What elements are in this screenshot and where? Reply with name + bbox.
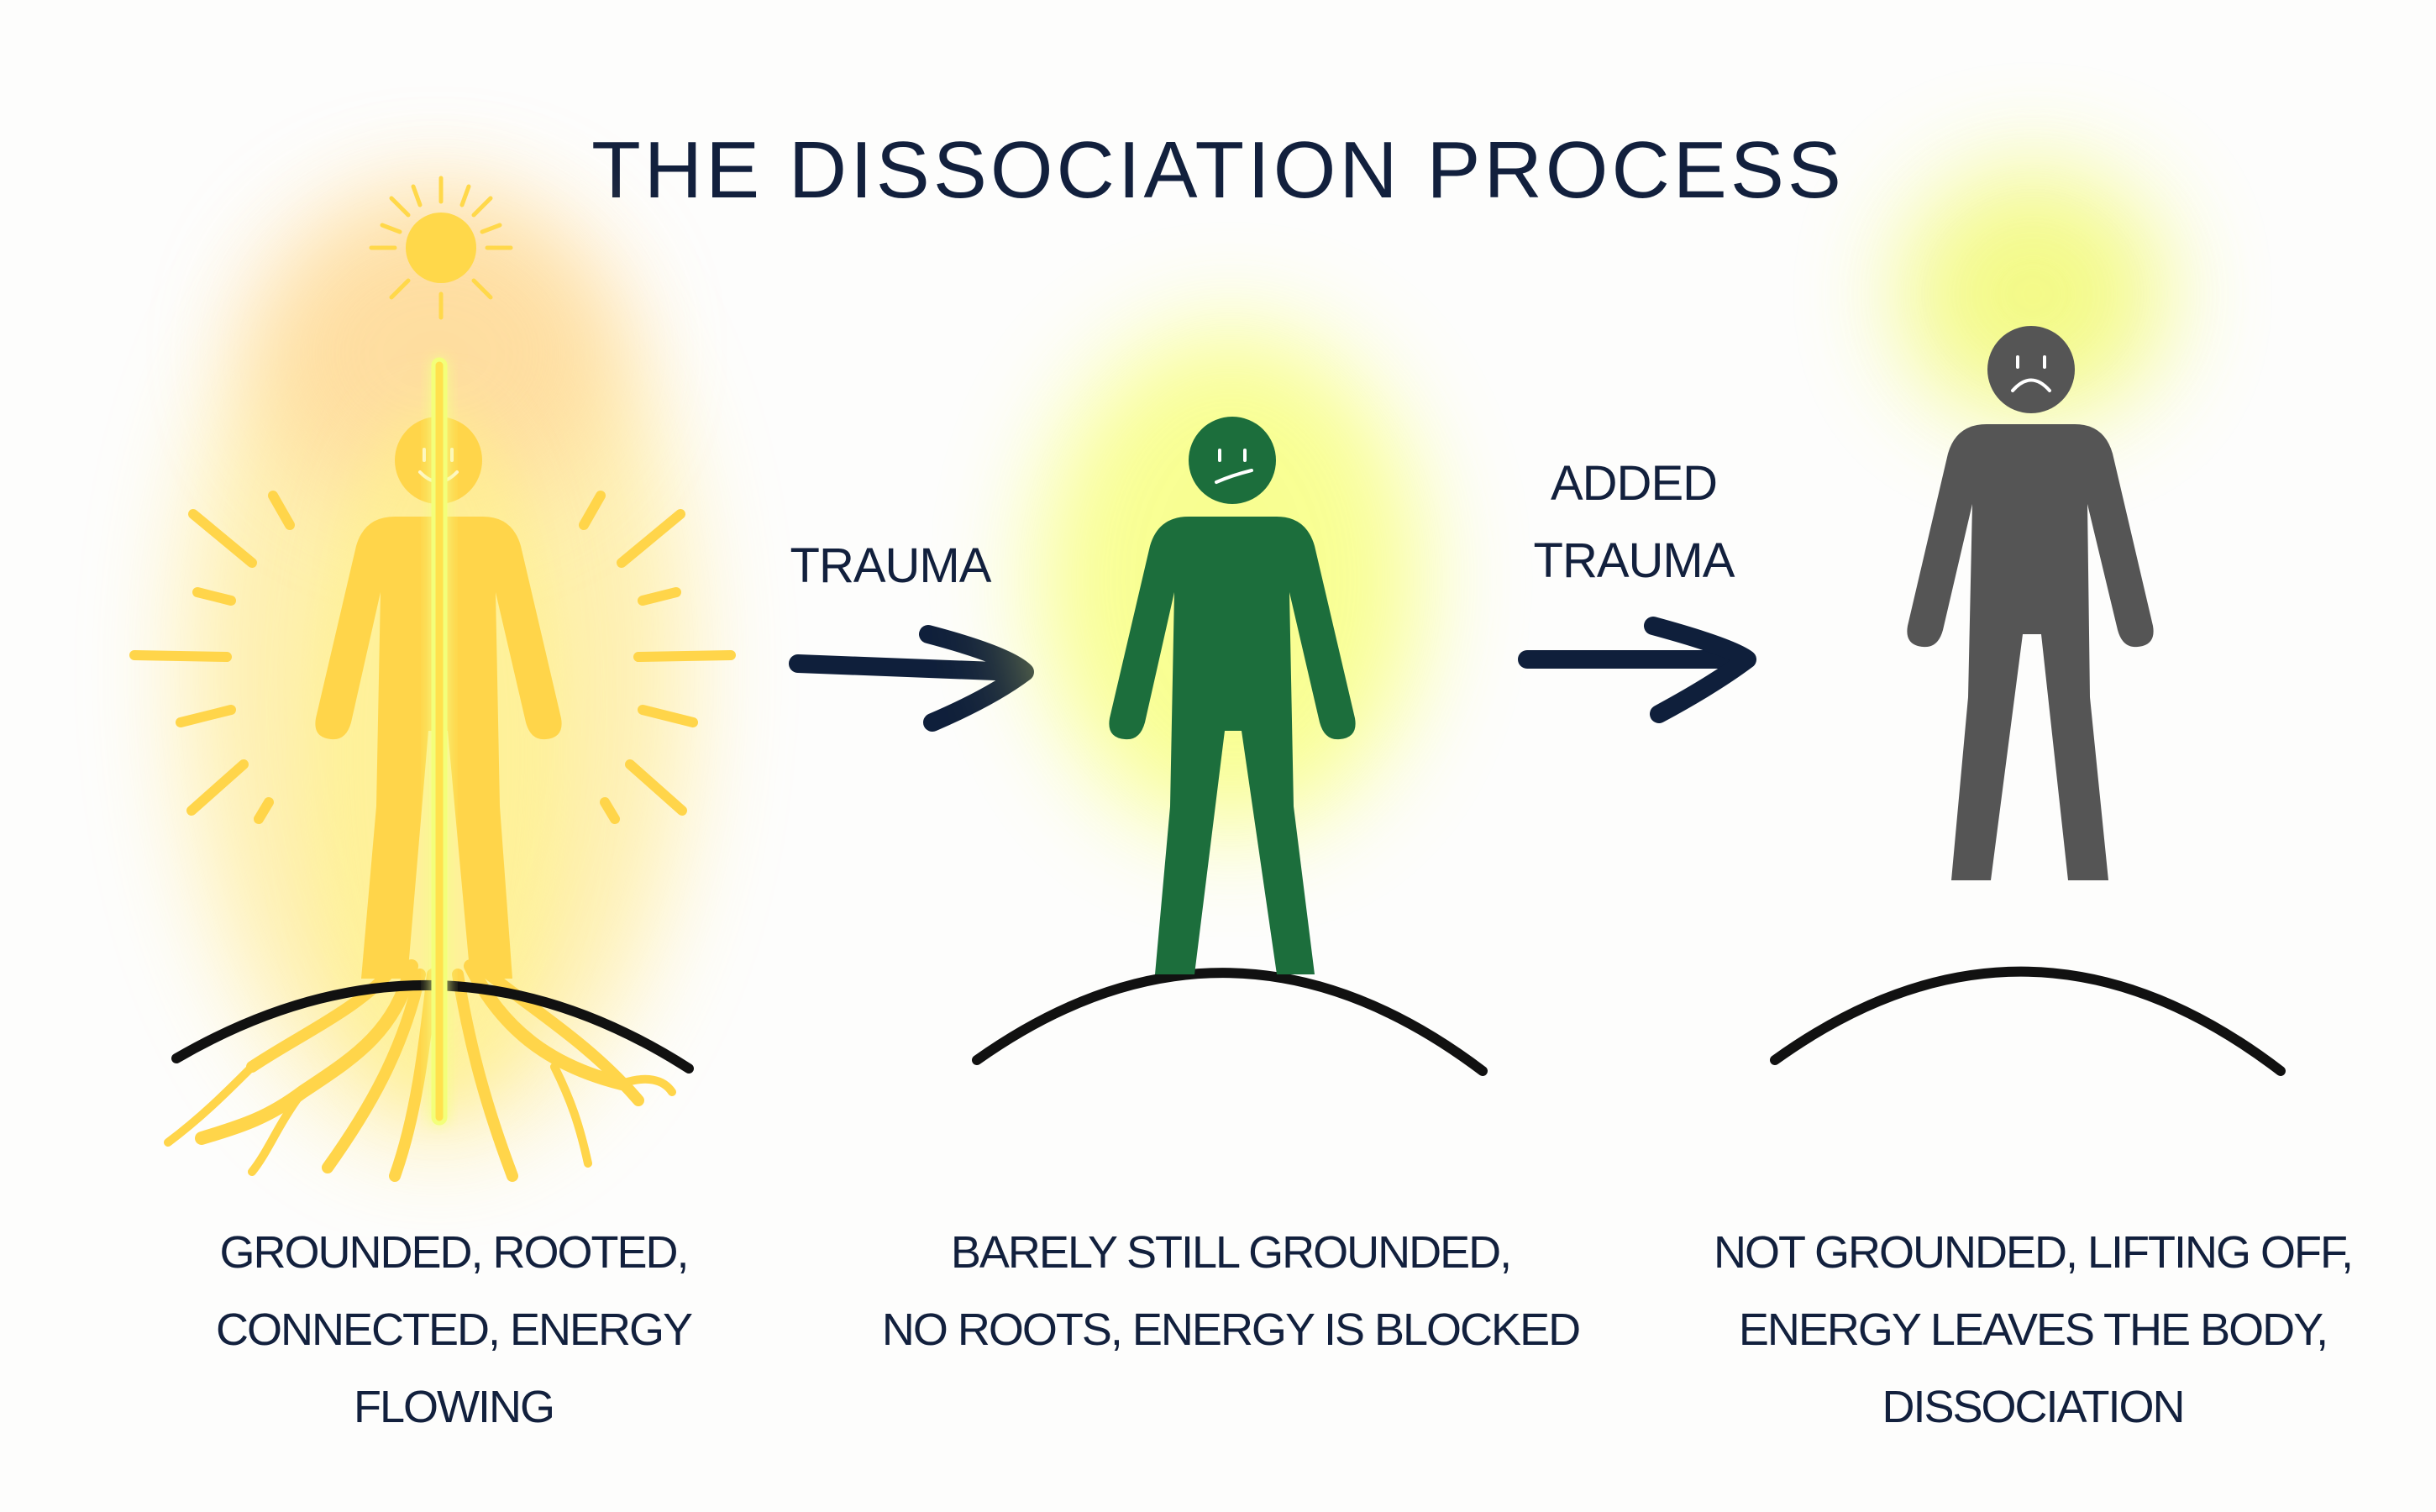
stage-1-grounded (129, 176, 736, 1182)
arrow-label-line: TRAUMA (790, 538, 992, 593)
caption-line: FLOWING (354, 1382, 555, 1432)
frown-icon (2011, 355, 2051, 392)
caption-stage-1: GROUNDED, ROOTED, CONNECTED, ENERGY FLOW… (76, 1214, 832, 1446)
stage-2-barely-grounded (972, 328, 1488, 1076)
arrow-right-icon (789, 625, 1034, 732)
caption-line: BARELY STILL GROUNDED, (950, 1227, 1512, 1278)
energy-channel (430, 357, 449, 1126)
arrow-label-added-trauma: ADDED TRAUMA (1508, 445, 1760, 600)
caption-line: ENERGY LEAVES THE BODY, (1738, 1305, 2328, 1355)
caption-stage-3: NOT GROUNDED, LIFTING OFF, ENERGY LEAVES… (1655, 1214, 2411, 1446)
arrow-right-icon (1518, 617, 1756, 723)
caption-line: NOT GROUNDED, LIFTING OFF, (1713, 1227, 2354, 1278)
stage-3-dissociation (1770, 168, 2286, 1076)
sun-icon (369, 176, 513, 320)
figure-dissociated (1907, 326, 2154, 880)
energy-rays (129, 491, 736, 824)
caption-line: CONNECTED, ENERGY (215, 1305, 693, 1355)
arrow-label-line: TRAUMA (1533, 533, 1735, 588)
figure-barely-grounded (1109, 417, 1356, 974)
ground-arc (1770, 966, 2286, 1076)
page-title: THE DISSOCIATION PROCESS (591, 125, 1845, 215)
caption-line: NO ROOTS, ENERGY IS BLOCKED (881, 1305, 1581, 1355)
caption-stage-2: BARELY STILL GROUNDED, NO ROOTS, ENERGY … (853, 1214, 1609, 1368)
ground-arc (972, 968, 1488, 1076)
confused-face-icon (1215, 449, 1253, 484)
arrow-label-trauma: TRAUMA (764, 528, 1016, 605)
caption-line: GROUNDED, ROOTED, (219, 1227, 689, 1278)
caption-line: DISSOCIATION (1882, 1382, 2185, 1432)
arrow-label-line: ADDED (1550, 456, 1718, 511)
